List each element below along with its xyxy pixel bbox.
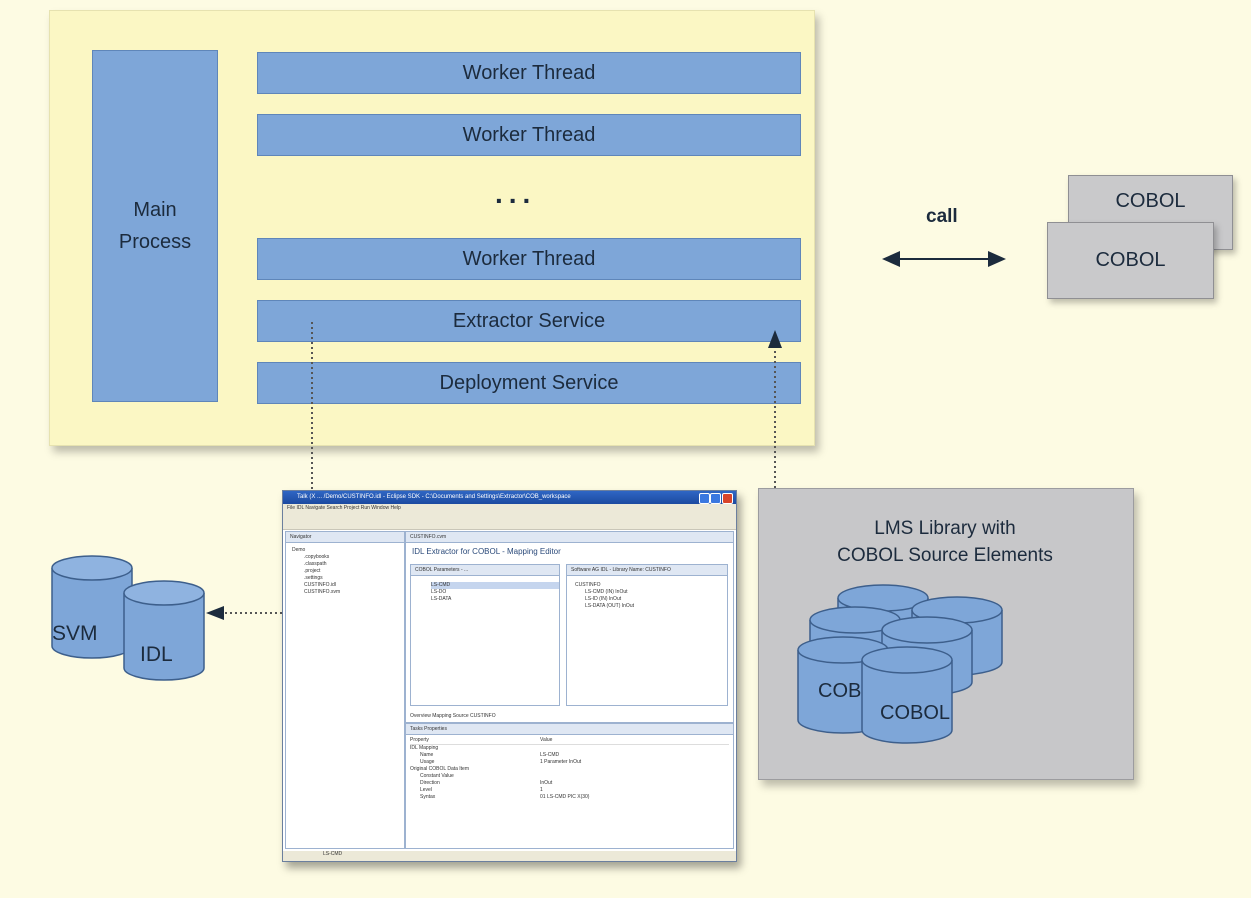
- extractor-service: Extractor Service: [257, 300, 801, 342]
- table-row[interactable]: Constant Value: [420, 773, 454, 779]
- worker-thread-3-label: Worker Thread: [462, 247, 596, 270]
- cobol-param-item[interactable]: LS-DO: [431, 589, 447, 595]
- minimize-icon[interactable]: [699, 493, 710, 504]
- ide-menu-bar[interactable]: File IDL Navigate Search Project Run Win…: [283, 504, 736, 513]
- software-ag-idl-head: Software AG IDL - Library Name: CUSTINFO: [567, 565, 727, 576]
- repository-cylinders: [51, 555, 205, 681]
- cobol-param-item[interactable]: LS-DATA: [431, 596, 452, 602]
- navigator-item[interactable]: .project: [304, 568, 321, 574]
- ide-title-bar: Talk (X ... /Demo/CUSTINFO.idl - Eclipse…: [283, 491, 736, 504]
- navigator-panel: Navigator Demo .copybooks .classpath .pr…: [285, 531, 405, 849]
- call-label: call: [926, 206, 958, 227]
- idl-tree-item[interactable]: LS-DATA (OUT) InOut: [585, 603, 634, 609]
- cobol-program-front: COBOL: [1047, 222, 1214, 299]
- properties-header-row: Property Value: [410, 737, 729, 745]
- table-row[interactable]: Original COBOL Data Item: [410, 766, 470, 772]
- svm-label: SVM: [52, 622, 98, 645]
- navigator-item[interactable]: .classpath: [304, 561, 327, 567]
- idl-tree-item[interactable]: CUSTINFO: [575, 582, 601, 588]
- lms-library-title: LMS Library with COBOL Source Elements: [837, 518, 1053, 566]
- property-column-header: Property: [410, 737, 429, 743]
- main-process-block: Main Process: [92, 50, 218, 402]
- worker-thread-1-label: Worker Thread: [462, 61, 596, 84]
- editor-title: IDL Extractor for COBOL - Mapping Editor: [412, 547, 561, 556]
- software-ag-idl-panel: Software AG IDL - Library Name: CUSTINFO…: [566, 564, 728, 706]
- maximize-icon[interactable]: [710, 493, 721, 504]
- cobol-parameters-head: COBOL Parameters - ...: [411, 565, 559, 576]
- value-column-header: Value: [540, 737, 553, 743]
- lms-cylinder-stack: [797, 584, 1003, 744]
- table-row[interactable]: IDL Mapping: [410, 745, 439, 751]
- navigator-item[interactable]: CUSTINFO.svm: [304, 589, 341, 595]
- deployment-service: Deployment Service: [257, 362, 801, 404]
- worker-thread-2-label: Worker Thread: [462, 123, 596, 146]
- ide-status-bar: LS-CMD: [283, 851, 736, 861]
- ide-title: Talk (X ... /Demo/CUSTINFO.idl - Eclipse…: [297, 494, 571, 500]
- lms-cobol-back-label: COBOL: [818, 680, 862, 702]
- ide-window: Talk (X ... /Demo/CUSTINFO.idl - Eclipse…: [282, 490, 737, 862]
- navigator-item[interactable]: Demo: [292, 547, 306, 553]
- worker-thread-1: Worker Thread: [257, 52, 801, 94]
- properties-tabs[interactable]: Tasks Properties: [406, 724, 733, 735]
- idl-cylinder: [123, 580, 205, 681]
- navigator-item[interactable]: .settings: [304, 575, 323, 581]
- navigator-item[interactable]: CUSTINFO.idl: [304, 582, 336, 588]
- mapping-editor-panel: CUSTINFO.cvm IDL Extractor for COBOL - M…: [405, 531, 734, 723]
- cobol-program-front-label: COBOL: [1095, 249, 1166, 271]
- cobol-parameters-panel: COBOL Parameters - ... LS-CMD LS-DO LS-D…: [410, 564, 560, 706]
- worker-thread-3: Worker Thread: [257, 238, 801, 280]
- close-icon[interactable]: [722, 493, 733, 504]
- editor-bottom-tabs[interactable]: Overview Mapping Source CUSTINFO: [410, 713, 496, 719]
- worker-thread-2: Worker Thread: [257, 114, 801, 156]
- idl-tree-item[interactable]: LS-CMD (IN) InOut: [585, 589, 628, 595]
- lms-cobol-front-label: COBOL: [880, 702, 951, 724]
- ellipsis: ...: [495, 178, 537, 209]
- idl-tree-item[interactable]: LS-ID (IN) InOut: [585, 596, 622, 602]
- deployment-service-label: Deployment Service: [439, 371, 619, 394]
- cobol-program-back-label: COBOL: [1115, 190, 1186, 212]
- navigator-tab[interactable]: Navigator: [286, 532, 404, 543]
- navigator-item[interactable]: .copybooks: [304, 554, 330, 560]
- cobol-param-item[interactable]: LS-CMD: [431, 582, 559, 589]
- editor-tab[interactable]: CUSTINFO.cvm: [406, 532, 733, 543]
- extractor-service-label: Extractor Service: [452, 309, 606, 332]
- properties-panel: Tasks Properties Property Value IDL Mapp…: [405, 723, 734, 849]
- idl-label: IDL: [140, 643, 173, 666]
- call-double-arrow: [882, 251, 1006, 267]
- ide-toolbar: [283, 513, 736, 530]
- main-process-label: Main Process: [118, 199, 192, 253]
